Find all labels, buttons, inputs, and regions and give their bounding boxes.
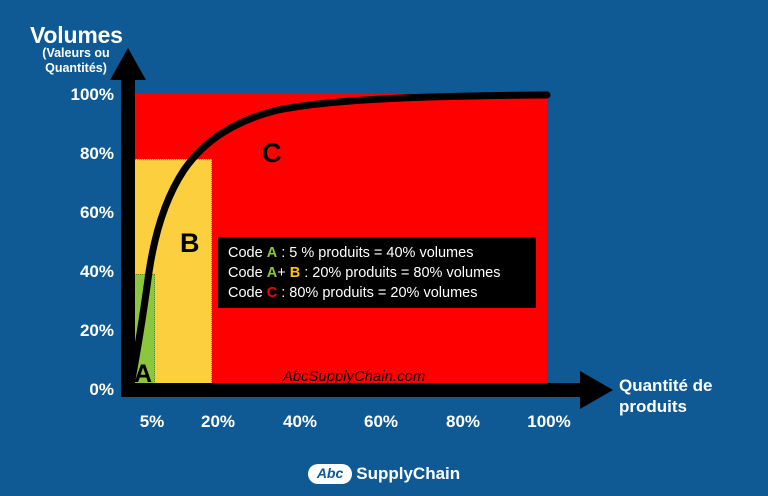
legend-row-c: Code C : 80% produits = 20% volumes [228, 283, 536, 303]
legend-code-b: B [289, 265, 301, 281]
x-tick-100: 100% [527, 412, 571, 431]
watermark: AbcSupplyChain.com [283, 369, 426, 385]
legend-row-c-text: : 80% produits = 20% volumes [277, 285, 478, 301]
legend-code-a: A [266, 245, 278, 261]
x-axis-arrowhead [580, 371, 613, 409]
legend-row-c-prefix: Code [228, 285, 267, 301]
legend-row-ab-text: : 20% produits = 80% volumes [300, 265, 501, 281]
legend-code-a-2: A [266, 265, 278, 281]
legend-box: Code A : 5 % produits = 40% volumes Code… [218, 237, 536, 308]
legend-row-ab-plus: + [277, 265, 290, 281]
y-tick-60: 60% [79, 203, 114, 222]
legend-row-ab: Code A+ B : 20% produits = 80% volumes [228, 263, 536, 283]
legend-row-ab-prefix: Code [228, 265, 267, 281]
y-tick-20: 20% [79, 321, 114, 340]
legend-code-c: C [266, 285, 278, 301]
zone-a-label: A [134, 360, 153, 388]
y-tick-40: 40% [79, 262, 114, 281]
x-tick-20: 20% [200, 412, 236, 431]
y-axis-tick-labels: 100% 80% 60% 40% 20% 0% [34, 0, 114, 496]
logo-supplychain-text: SupplyChain [356, 464, 461, 483]
y-tick-0: 0% [89, 380, 114, 399]
x-tick-60: 60% [363, 412, 399, 431]
x-tick-40: 40% [282, 412, 318, 431]
legend-row-a-text: : 5 % produits = 40% volumes [277, 245, 474, 261]
logo-abc-pill: Abc [307, 464, 353, 484]
x-tick-5: 5% [139, 412, 165, 431]
y-tick-80: 80% [79, 144, 114, 163]
y-axis-title: Volumes [30, 22, 123, 48]
x-tick-80: 80% [445, 412, 481, 431]
y-axis-subtitle: (Valeurs ou Quantités) [42, 46, 110, 75]
pareto-curve [126, 91, 551, 394]
legend-row-a-prefix: Code [228, 245, 267, 261]
legend-row-a: Code A : 5 % produits = 40% volumes [228, 243, 536, 263]
zone-b-label: B [180, 228, 200, 258]
x-axis-title: Quantité de produits [619, 376, 713, 416]
y-tick-100: 100% [70, 85, 114, 104]
zone-c-label: C [262, 138, 282, 168]
